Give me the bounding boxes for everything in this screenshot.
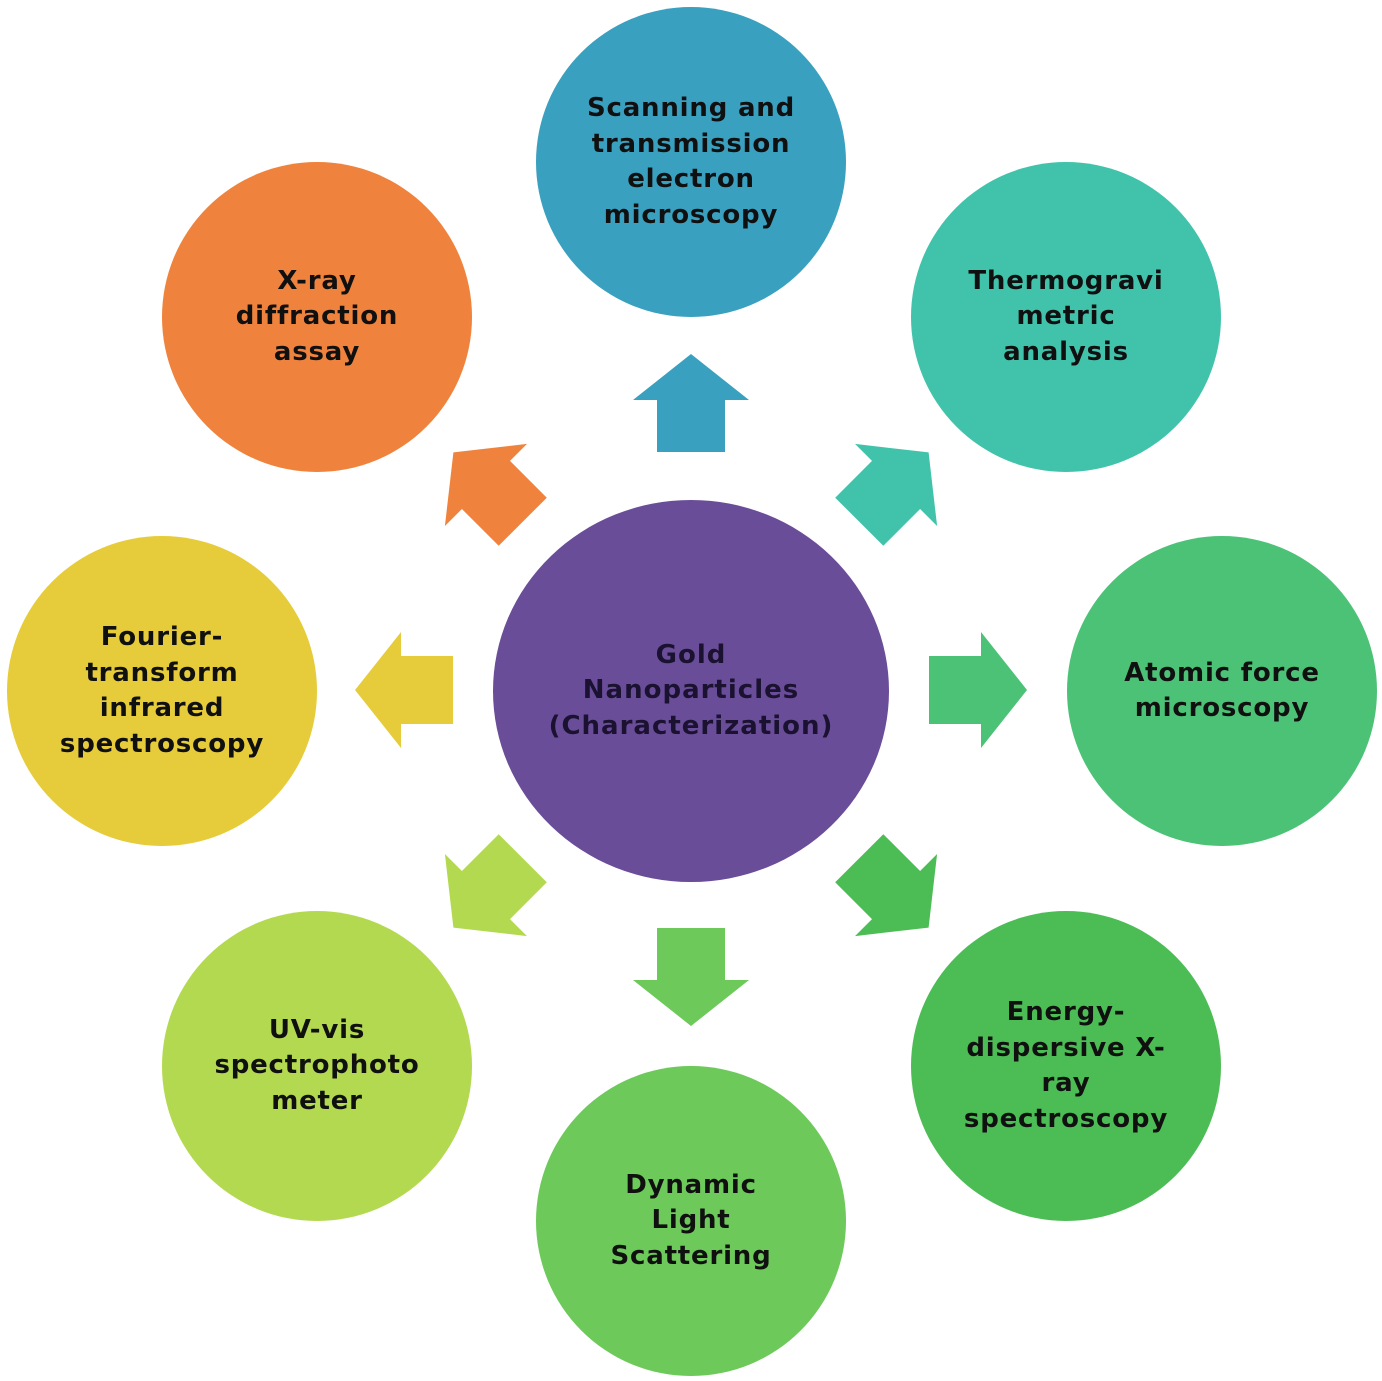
node-label-line: Energy- [1006, 997, 1126, 1027]
node-label-line: UV-vis [268, 1014, 366, 1045]
node-xray-diffraction-assay: X-ray diffraction assay [162, 162, 472, 472]
arrow-to-ftir [355, 632, 453, 748]
node-fourier-transform-infrared-spectroscopy: Fourier- transform infrared spectroscopy [7, 536, 317, 846]
node-label-line: spectroscopy [59, 728, 265, 759]
arrow-to-xrd [444, 443, 547, 546]
node-label-line: metric [1016, 301, 1116, 332]
node-label-line: infrared [99, 693, 225, 723]
node-label-line: transform [85, 657, 239, 688]
center-node-gold-nanoparticles: Gold Nanoparticles (Characterization) [493, 500, 889, 882]
node-label-line: Light [651, 1205, 731, 1236]
arrow-to-sem-tem [633, 354, 749, 452]
node-label-line: diffraction [235, 301, 399, 332]
node-scanning-transmission-electron-microscopy: Scanning and transmission electron micro… [536, 7, 846, 317]
node-label-line: ray [1041, 1068, 1091, 1098]
node-uv-vis-spectrophotometer: UV-vis spectrophoto meter [162, 911, 472, 1221]
node-label: X-ray diffraction assay [236, 264, 398, 371]
arrow-to-uv-vis [444, 834, 547, 937]
node-thermogravimetric-analysis: Thermogravi metric analysis [911, 162, 1221, 472]
node-label-line: Thermogravi [968, 265, 1164, 296]
arrow-to-afm [929, 632, 1027, 748]
node-label-line: dispersive X- [966, 1032, 1166, 1063]
node-label-line: Dynamic [625, 1169, 757, 1200]
node-label: UV-vis spectrophoto meter [214, 1013, 419, 1120]
node-label-line: Fourier- [100, 622, 224, 652]
center-line-3: (Characterization) [548, 710, 834, 741]
center-node-label: Gold Nanoparticles (Characterization) [549, 638, 834, 745]
node-label: Dynamic Light Scattering [610, 1168, 771, 1275]
node-atomic-force-microscopy: Atomic force microscopy [1067, 536, 1377, 846]
node-label-line: microscopy [603, 199, 779, 230]
node-label: Fourier- transform infrared spectroscopy [60, 620, 264, 762]
center-line-1: Gold [655, 639, 727, 670]
node-label: Energy- dispersive X- ray spectroscopy [964, 995, 1168, 1137]
arrow-to-dls [633, 928, 749, 1026]
node-label-line: X-ray [277, 265, 357, 296]
node-label-line: assay [273, 336, 361, 367]
node-label: Scanning and transmission electron micro… [587, 91, 795, 233]
node-label: Thermogravi metric analysis [968, 264, 1163, 371]
node-dynamic-light-scattering: Dynamic Light Scattering [536, 1066, 846, 1376]
node-label: Atomic force microscopy [1124, 656, 1320, 727]
node-label-line: transmission [591, 128, 791, 159]
node-label-line: analysis [1003, 336, 1129, 367]
arrow-to-tga [835, 443, 938, 546]
arrow-to-edx [835, 834, 938, 937]
node-energy-dispersive-xray-spectroscopy: Energy- dispersive X- ray spectroscopy [911, 911, 1221, 1221]
node-label-line: meter [271, 1085, 363, 1116]
node-label-line: electron [627, 164, 755, 194]
node-label-line: Scattering [610, 1240, 772, 1271]
node-label-line: microscopy [1134, 693, 1310, 723]
node-label-line: spectrophoto [214, 1050, 420, 1081]
center-line-2: Nanoparticles [582, 675, 800, 706]
node-label-line: Scanning and [586, 93, 796, 123]
node-label-line: spectroscopy [963, 1103, 1169, 1134]
node-label-line: Atomic force [1124, 657, 1320, 688]
